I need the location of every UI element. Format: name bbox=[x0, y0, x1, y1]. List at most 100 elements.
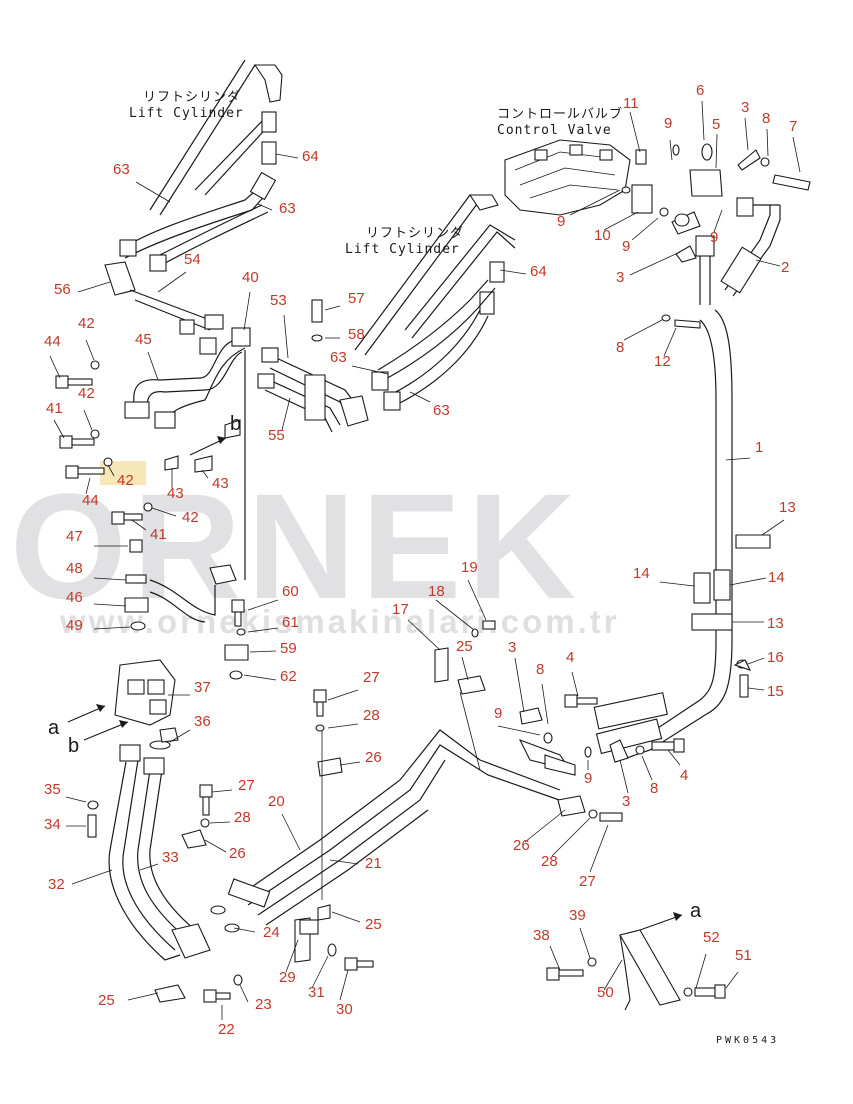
callout-number: 29 bbox=[279, 969, 296, 986]
leader-line bbox=[139, 863, 159, 871]
callout-number: 40 bbox=[242, 269, 259, 286]
leader-line bbox=[715, 133, 718, 169]
leader-line bbox=[247, 627, 279, 633]
leader-line bbox=[275, 153, 299, 159]
leader-line bbox=[311, 955, 329, 989]
callout-number: 47 bbox=[66, 528, 83, 545]
leader-line bbox=[85, 477, 91, 495]
leader-line bbox=[131, 519, 147, 531]
leader-line bbox=[701, 100, 705, 141]
callout-number: 60 bbox=[282, 583, 299, 600]
leader-line bbox=[239, 984, 249, 1003]
callout-number: 10 bbox=[594, 227, 611, 244]
parts-upper-mid bbox=[224, 599, 752, 680]
callout-number: 3 bbox=[508, 639, 516, 656]
callout-number: 4 bbox=[680, 767, 688, 784]
leader-line bbox=[603, 211, 639, 231]
parts-mid-right bbox=[434, 620, 749, 771]
callout-number: 51 bbox=[735, 947, 752, 964]
leader-line bbox=[629, 251, 681, 276]
callout-number: 35 bbox=[44, 781, 61, 798]
callout-number: 13 bbox=[779, 499, 796, 516]
ref-b-left: b bbox=[68, 735, 79, 757]
watermark-url: www.ornekismakinalari.com.tr bbox=[59, 603, 620, 640]
leader-line bbox=[551, 817, 591, 857]
leader-line bbox=[201, 469, 209, 479]
callout-number: 8 bbox=[762, 110, 770, 127]
leader-line bbox=[77, 281, 111, 293]
leader-line bbox=[127, 992, 159, 1001]
ref-a-left: a bbox=[48, 717, 60, 739]
leader-line bbox=[623, 319, 663, 341]
callout-number: 25 bbox=[365, 916, 382, 933]
callout-number: 63 bbox=[113, 161, 130, 178]
callout-number: 9 bbox=[557, 213, 565, 230]
callout-number: 36 bbox=[194, 713, 211, 730]
leader-line bbox=[339, 969, 349, 1001]
leader-line bbox=[281, 813, 301, 851]
callout-number: 43 bbox=[212, 475, 229, 492]
pipes-20-21 bbox=[227, 729, 623, 926]
callout-number: 27 bbox=[238, 777, 255, 794]
leader-line bbox=[571, 671, 579, 697]
callout-number: 9 bbox=[494, 705, 502, 722]
callout-number: 21 bbox=[365, 855, 382, 872]
callout-number: 15 bbox=[767, 683, 784, 700]
leader-line bbox=[257, 203, 273, 211]
callout-number: 37 bbox=[194, 679, 211, 696]
leader-line bbox=[285, 939, 299, 973]
leader-line bbox=[351, 365, 389, 375]
leader-line bbox=[209, 821, 231, 824]
callout-number: 57 bbox=[348, 290, 365, 307]
leader-line bbox=[497, 725, 541, 736]
lift-cylinder-left-ja: リフトシリンダ bbox=[143, 90, 241, 105]
hose-2-group bbox=[661, 143, 811, 329]
leader-line bbox=[761, 519, 785, 536]
leader-line bbox=[83, 409, 93, 431]
leader-line bbox=[725, 457, 751, 461]
parts-bottom-center bbox=[294, 689, 374, 971]
callout-number: 54 bbox=[184, 251, 201, 268]
callout-number: 8 bbox=[616, 339, 624, 356]
leader-line bbox=[589, 824, 609, 873]
callout-number: 64 bbox=[530, 263, 547, 280]
callout-number: 27 bbox=[363, 669, 380, 686]
callout-number: 16 bbox=[767, 649, 784, 666]
leader-line bbox=[407, 619, 441, 651]
callout-number: 17 bbox=[392, 601, 409, 618]
callout-number: 55 bbox=[268, 427, 285, 444]
callout-number: 3 bbox=[741, 99, 749, 116]
leader-line bbox=[524, 809, 566, 843]
callout-number: 20 bbox=[268, 793, 285, 810]
leader-line bbox=[65, 796, 87, 803]
callout-number: 41 bbox=[46, 400, 63, 417]
hose-53-55 bbox=[257, 299, 369, 433]
callout-number: 34 bbox=[44, 816, 61, 833]
leader-line bbox=[147, 351, 159, 381]
callout-number: 48 bbox=[66, 560, 83, 577]
leader-line bbox=[53, 419, 65, 439]
callout-number: 26 bbox=[229, 845, 246, 862]
leader-line bbox=[766, 128, 769, 157]
leader-line bbox=[695, 953, 707, 989]
leader-line bbox=[327, 723, 359, 729]
leader-line bbox=[85, 339, 95, 361]
callout-number: 18 bbox=[428, 583, 445, 600]
leader-line bbox=[729, 577, 767, 586]
leader-line bbox=[49, 355, 61, 379]
callout-number: 64 bbox=[302, 148, 319, 165]
callout-number: 25 bbox=[98, 992, 115, 1009]
lift-cylinder-right-en: Lift Cylinder bbox=[345, 242, 460, 257]
callout-number: 4 bbox=[566, 649, 574, 666]
callout-number: 28 bbox=[541, 853, 558, 870]
leader-line bbox=[541, 683, 549, 725]
callout-number: 38 bbox=[533, 927, 550, 944]
callout-number: 49 bbox=[66, 617, 83, 634]
callout-number: 50 bbox=[597, 984, 614, 1001]
callout-number: 43 bbox=[167, 485, 184, 502]
bracket-50 bbox=[546, 929, 726, 1011]
callout-number: 31 bbox=[308, 984, 325, 1001]
callout-number: 8 bbox=[650, 780, 658, 797]
leader-line bbox=[283, 314, 289, 359]
